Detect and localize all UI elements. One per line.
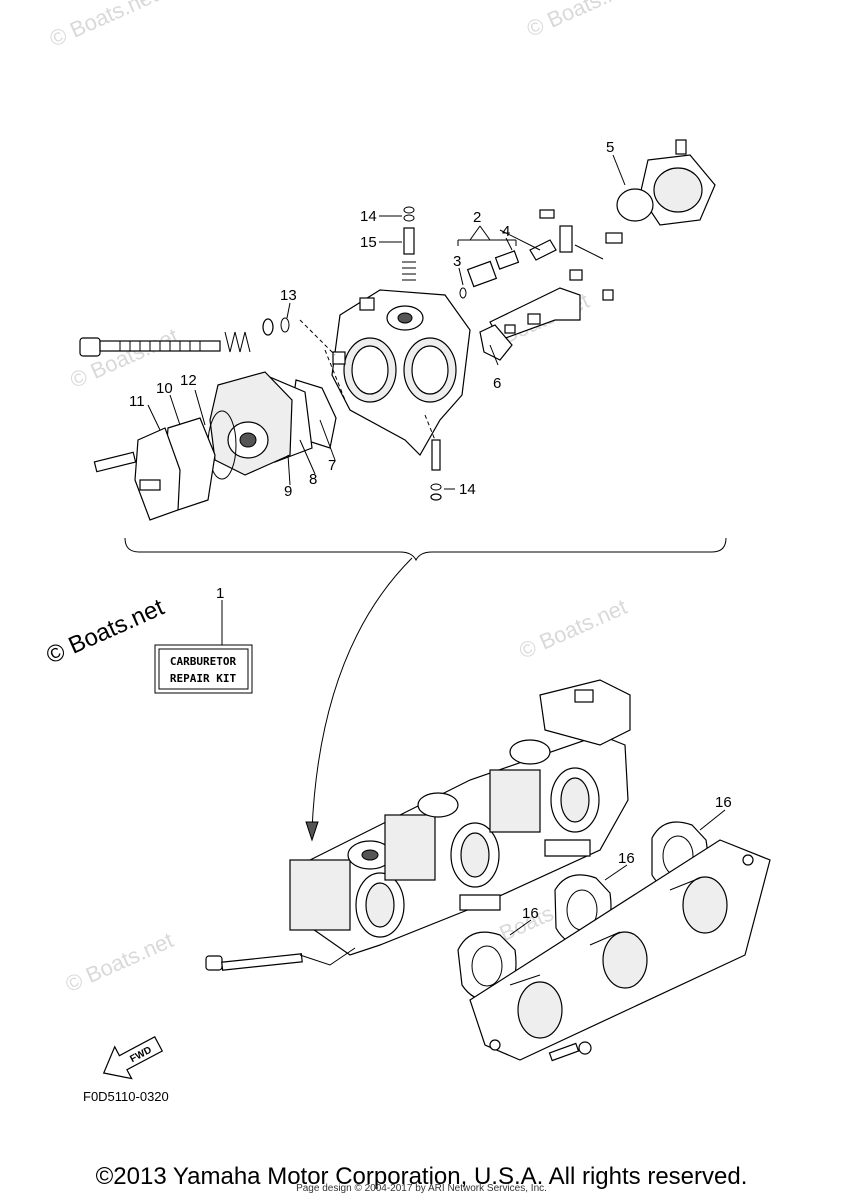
diaphragm-cover [616, 139, 716, 226]
watermark: © Boats.net [523, 0, 638, 42]
diagram-code: F0D5110-0320 [83, 1089, 169, 1104]
callout-12: 12 [180, 372, 197, 389]
callout-14-top: 14 [360, 208, 377, 225]
watermark-large: © Boats.net [42, 594, 168, 670]
exploded-carburetor [79, 139, 716, 521]
top-linkage [539, 679, 631, 746]
callout-11: 11 [129, 393, 145, 410]
idle-adjust-screw [79, 317, 290, 357]
page-design-credit: Page design © 2004-2017 by ARI Network S… [296, 1183, 547, 1194]
leader-lines [147, 154, 726, 936]
watermark: © Boats.net [46, 0, 161, 52]
carburetor-body [331, 289, 471, 456]
callout-7: 7 [328, 457, 336, 474]
callout-5: 5 [606, 139, 614, 156]
carburetor-unit-3 [489, 739, 600, 833]
fuel-pump-stack [93, 371, 337, 521]
watermark: © Boats.net [62, 927, 177, 997]
copyright-notice: ©2013 Yamaha Motor Corporation, U.S.A. A… [95, 1163, 748, 1190]
callout-16-left: 16 [522, 905, 539, 922]
forward-arrow: FWD [102, 1036, 164, 1080]
callout-6: 6 [493, 375, 501, 392]
callout-14-bottom: 14 [459, 481, 476, 498]
kit-line-2: REPAIR KIT [170, 672, 237, 685]
assembly-arrow [311, 557, 413, 831]
needle-valve [402, 206, 442, 501]
callout-8: 8 [309, 471, 317, 488]
callout-9: 9 [284, 483, 292, 500]
watermark: © Boats.net [515, 594, 630, 664]
carburetor-unit-2 [384, 792, 500, 888]
callout-numbers: 1 2 3 4 5 6 7 8 9 10 11 12 13 14 15 14 1… [129, 139, 732, 922]
intake-manifold [469, 839, 771, 1062]
group-bracket [124, 537, 727, 562]
carburetor-assembly [205, 679, 631, 971]
carburetor-unit-1 [289, 840, 405, 938]
callout-2: 2 [473, 209, 481, 226]
throttle-linkage [489, 209, 623, 341]
callout-4: 4 [502, 223, 510, 240]
kit-line-1: CARBURETOR [170, 655, 237, 668]
callout-13: 13 [280, 287, 297, 304]
callout-16-right: 16 [715, 794, 732, 811]
pilot-jet [457, 239, 520, 299]
callout-3: 3 [453, 253, 461, 270]
callout-15: 15 [360, 234, 377, 251]
callout-1: 1 [216, 585, 224, 602]
gasket [479, 324, 513, 361]
callout-16-middle: 16 [618, 850, 635, 867]
carburetor-repair-kit-label: CARBURETOR REPAIR KIT [154, 600, 253, 694]
callout-10: 10 [156, 380, 173, 397]
